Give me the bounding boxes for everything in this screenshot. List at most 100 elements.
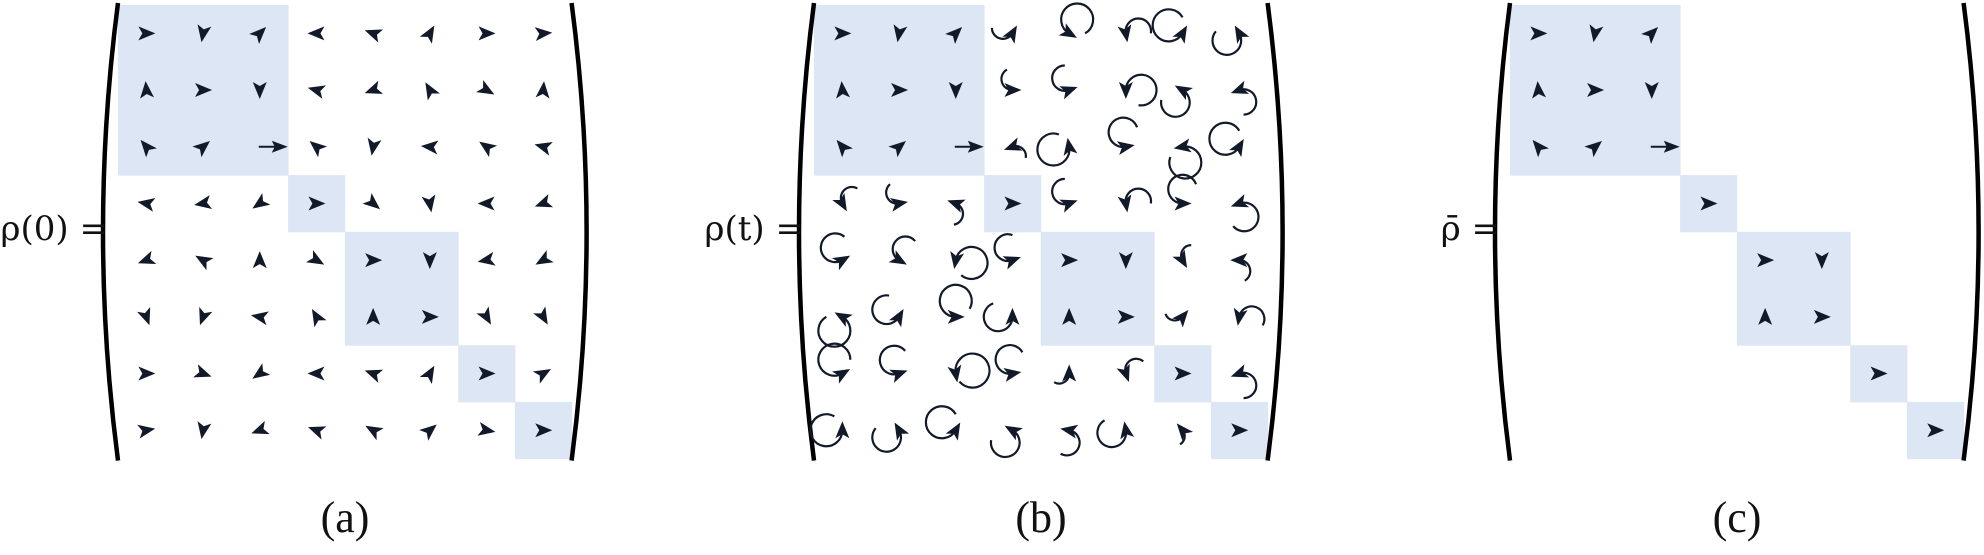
- matrix-element-arrow: [1233, 305, 1266, 326]
- matrix-element-arrow: [192, 140, 210, 158]
- matrix-element-arrow: [195, 255, 214, 271]
- arrow-head: [1174, 85, 1193, 101]
- arrow-head: [1003, 137, 1023, 151]
- arrow-head: [477, 196, 495, 211]
- arrow-head: [532, 369, 552, 384]
- arrow-head: [1231, 423, 1249, 438]
- matrix-element-arrow: [924, 405, 961, 441]
- matrix-element-arrow: [137, 197, 156, 212]
- arrow-head: [194, 195, 213, 209]
- arrow-head: [1230, 80, 1250, 94]
- arrow-head: [831, 255, 851, 271]
- arrow-head: [1230, 253, 1248, 268]
- matrix-element-arrow: [137, 250, 157, 264]
- arrow-head: [140, 81, 155, 99]
- matrix-element-arrow: [1230, 253, 1252, 282]
- matrix-element-arrow: [420, 140, 439, 155]
- matrix-element-arrow: [938, 283, 973, 324]
- arrow-head: [364, 80, 384, 94]
- arrow-head: [1004, 196, 1022, 211]
- matrix-element-arrow: [137, 424, 156, 439]
- arrow-head: [945, 26, 963, 44]
- matrix-element-arrow: [1058, 2, 1095, 38]
- arrow-head: [311, 309, 327, 328]
- matrix-element-arrow: [362, 192, 381, 210]
- matrix-element-arrow: [535, 423, 553, 438]
- phase-loop: [994, 344, 1024, 375]
- diagonal-block: [344, 231, 459, 346]
- arrow-head: [832, 193, 847, 212]
- phase-loop: [1107, 116, 1139, 149]
- matrix-element-arrow: [197, 24, 212, 43]
- matrix-element-arrow: [1164, 309, 1189, 328]
- matrix-element-arrow: [365, 425, 384, 441]
- arrow-head: [195, 83, 213, 98]
- matrix-element-arrow: [1172, 244, 1192, 268]
- matrix-element-arrow: [138, 366, 156, 381]
- arrow-head: [140, 139, 157, 158]
- matrix-element-arrow: [1061, 253, 1079, 268]
- matrix-element-arrow: [532, 369, 552, 384]
- right-bracket: [1961, 2, 1981, 461]
- matrix-element-arrow: [1003, 137, 1027, 159]
- arrow-head: [1058, 23, 1077, 38]
- arrow-head: [252, 193, 271, 209]
- arrow-head: [534, 142, 553, 156]
- matrix-element-arrow: [832, 185, 858, 212]
- matrix-element-arrow: [885, 183, 908, 212]
- matrix-element-arrow: [476, 79, 495, 95]
- arrow-head: [1059, 199, 1078, 213]
- arrow-head: [950, 251, 965, 270]
- phase-loop: [1232, 201, 1260, 233]
- matrix-element-arrow: [421, 309, 439, 324]
- matrix-element-arrow: [878, 344, 908, 383]
- matrix-element-arrow: [1096, 419, 1135, 449]
- matrix-element-arrow: [1208, 121, 1244, 158]
- matrix-element-arrow: [193, 364, 212, 378]
- panel-c: ρ̄ =(c): [1441, 2, 1981, 542]
- matrix-element-arrow: [1051, 177, 1078, 213]
- phase-loop: [817, 342, 852, 377]
- matrix-element-arrow: [422, 252, 437, 270]
- matrix-element-arrow: [1116, 357, 1144, 383]
- arrow-head: [250, 311, 269, 326]
- phase-loop: [924, 405, 957, 440]
- matrix-element-arrow: [1051, 64, 1078, 100]
- arrow-head: [307, 366, 325, 381]
- arrow-head: [365, 253, 383, 268]
- matrix-element-arrow: [140, 139, 157, 158]
- matrix-element-arrow: [1036, 132, 1078, 167]
- arrow-head: [1063, 137, 1078, 156]
- matrix-element-arrow: [307, 366, 325, 381]
- matrix-element-arrow: [140, 81, 155, 99]
- arrow-head: [1700, 196, 1718, 211]
- matrix-element-arrow: [1053, 364, 1077, 385]
- phase-loop: [891, 235, 916, 262]
- matrix-element-arrow: [534, 27, 553, 42]
- arrow-head: [1062, 307, 1077, 325]
- arrow-head: [309, 140, 328, 158]
- arrow-head: [421, 194, 436, 213]
- arrow-head: [535, 423, 553, 438]
- arrow-head: [535, 250, 554, 265]
- arrow-head: [1172, 25, 1188, 44]
- arrow-head: [478, 366, 496, 381]
- arrow-head: [947, 199, 966, 213]
- matrix-element-arrow: [1758, 307, 1773, 325]
- phase-loop: [871, 294, 901, 326]
- matrix-element-arrow: [1650, 140, 1680, 153]
- phase-loop: [1096, 419, 1128, 449]
- arrow-head: [422, 252, 437, 270]
- arrow-head: [1061, 253, 1079, 268]
- arrow-head: [945, 422, 961, 441]
- arrow-head: [137, 306, 151, 326]
- left-bracket: [100, 2, 121, 461]
- phase-loop: [1159, 89, 1191, 118]
- matrix-element-arrow: [1230, 80, 1258, 116]
- arrow-head: [888, 309, 904, 328]
- matrix-element-arrow: [477, 421, 496, 436]
- arrow-head: [1172, 249, 1188, 268]
- phase-loop: [1051, 64, 1070, 92]
- matrix-element-arrow: [1176, 423, 1194, 446]
- arrow-head: [1172, 309, 1189, 328]
